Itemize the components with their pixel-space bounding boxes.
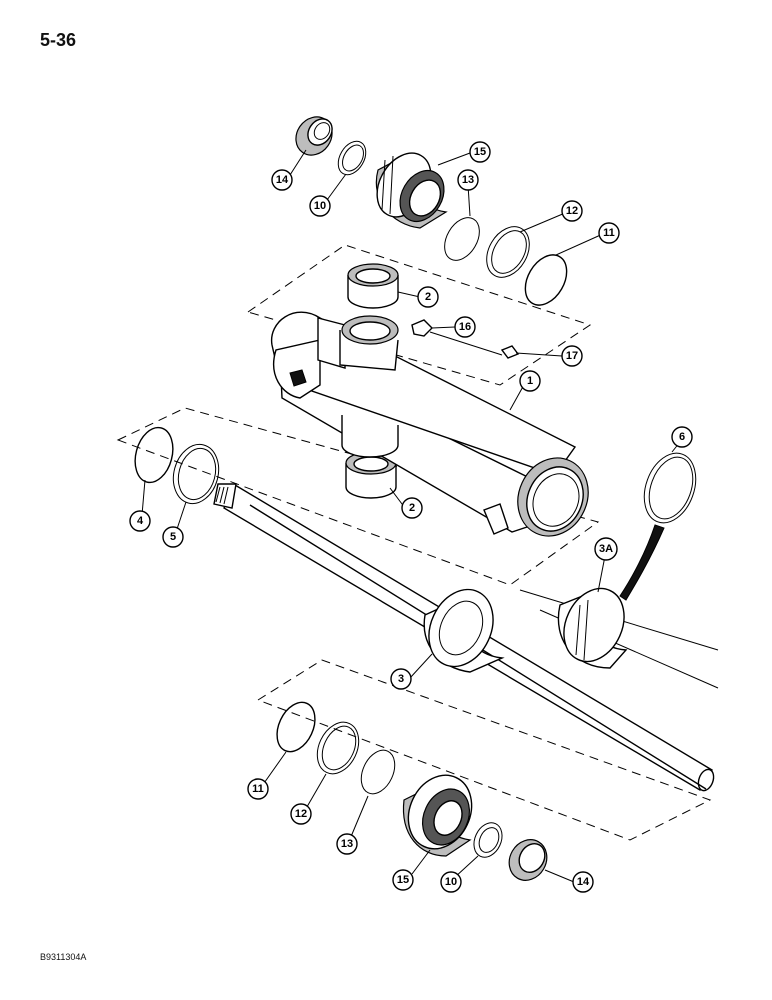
svg-text:1: 1 — [527, 375, 533, 387]
upper-seal-group-outline — [246, 244, 592, 386]
cylinder-barrel — [270, 311, 589, 537]
svg-text:15: 15 — [474, 146, 486, 158]
svg-text:12: 12 — [566, 205, 578, 217]
lower-seal-group-outline — [256, 659, 712, 841]
callout-12-upper: 12 — [561, 200, 583, 222]
leader-lines — [141, 149, 681, 883]
piston — [423, 588, 505, 673]
svg-text:10: 10 — [445, 876, 457, 888]
callout-16: 16 — [454, 316, 476, 338]
svg-text:14: 14 — [276, 174, 289, 186]
callout-1: 1 — [519, 370, 541, 392]
svg-text:3: 3 — [398, 673, 404, 685]
gland-lower — [402, 774, 473, 857]
svg-text:13: 13 — [462, 174, 474, 186]
svg-text:13: 13 — [341, 838, 353, 850]
svg-text:5: 5 — [170, 531, 176, 543]
callout-4: 4 — [129, 510, 151, 532]
piston-alternate — [519, 587, 719, 689]
svg-text:16: 16 — [459, 321, 471, 333]
grease-fitting-elbow — [411, 319, 503, 356]
svg-text:3A: 3A — [599, 543, 613, 555]
wiper-seal-lower — [508, 839, 548, 881]
bushing-upper — [347, 263, 399, 309]
piston-seal-ring — [643, 452, 697, 524]
callout-15-lower: 15 — [392, 869, 414, 891]
backup-ring-lower — [473, 822, 503, 858]
svg-text:14: 14 — [577, 876, 590, 888]
callout-15-upper: 15 — [469, 141, 491, 163]
callout-2-upper: 2 — [417, 286, 439, 308]
callout-2-lower: 2 — [401, 497, 423, 519]
callout-6: 6 — [671, 426, 693, 448]
seal-pointer — [619, 524, 665, 601]
callout-17: 17 — [561, 345, 583, 367]
callout-10-upper: 10 — [309, 195, 331, 217]
callout-3: 3 — [390, 668, 412, 690]
grease-fitting-straight — [500, 345, 520, 359]
svg-text:6: 6 — [679, 431, 685, 443]
backup-ring-upper — [337, 140, 367, 176]
callout-13-upper: 13 — [457, 169, 479, 191]
rod-group-outline — [116, 407, 600, 586]
callout-14-upper: 14 — [271, 169, 293, 191]
o-ring-upper — [524, 254, 568, 306]
callout-5: 5 — [162, 526, 184, 548]
snap-ring-upper — [444, 217, 480, 261]
wiper-seal-upper — [295, 116, 333, 156]
callout-14-lower: 14 — [572, 871, 594, 893]
svg-text:2: 2 — [425, 291, 431, 303]
backup-ring-rod — [172, 443, 220, 505]
svg-text:12: 12 — [295, 808, 307, 820]
figure-code: B9311304A — [40, 952, 87, 962]
svg-text:11: 11 — [252, 783, 264, 795]
gland-upper — [375, 152, 448, 229]
svg-text:10: 10 — [314, 200, 326, 212]
callout-3a: 3A — [594, 537, 618, 561]
backup-washer-lower — [316, 721, 360, 775]
callout-11-upper: 11 — [598, 222, 620, 244]
callout-13-lower: 13 — [336, 833, 358, 855]
page-number: 5-36 — [40, 30, 77, 50]
svg-text:15: 15 — [397, 874, 409, 886]
callout-12-lower: 12 — [290, 803, 312, 825]
svg-text:4: 4 — [137, 515, 144, 527]
svg-text:17: 17 — [566, 350, 578, 362]
snap-ring-lower — [360, 749, 396, 795]
svg-text:2: 2 — [409, 502, 415, 514]
o-ring-lower — [276, 701, 316, 753]
callout-11-lower: 11 — [247, 778, 269, 800]
callout-10-lower: 10 — [440, 871, 462, 893]
o-ring-rod — [134, 426, 174, 484]
svg-text:11: 11 — [603, 227, 615, 239]
